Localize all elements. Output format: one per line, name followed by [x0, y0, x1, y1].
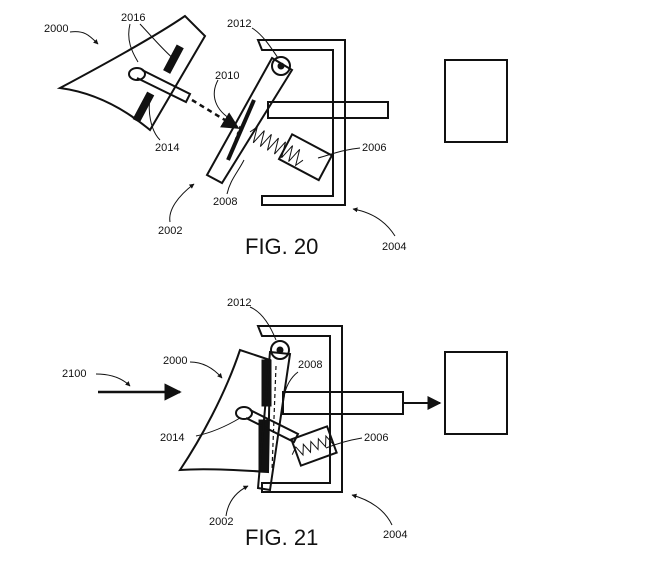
fig20-caption: FIG. 20	[245, 234, 318, 259]
label-2002-b: 2002	[209, 516, 233, 528]
card-2000-b	[178, 348, 300, 474]
label-2002: 2002	[158, 225, 182, 237]
label-2000-b: 2000	[163, 355, 187, 367]
label-2014-b: 2014	[160, 432, 184, 444]
bracket-2004	[256, 39, 389, 206]
target-box-b	[444, 351, 508, 435]
target-box	[444, 59, 508, 143]
label-2004: 2004	[382, 241, 406, 253]
bracket-2004-b	[256, 325, 442, 493]
leaders-fig20	[69, 23, 396, 237]
label-2000: 2000	[44, 23, 68, 35]
fig21-caption: FIG. 21	[245, 525, 318, 550]
lever-2008-b	[256, 340, 334, 492]
label-2006-b: 2006	[364, 432, 388, 444]
label-2012: 2012	[227, 18, 251, 30]
label-2014: 2014	[155, 142, 179, 154]
label-2008: 2008	[213, 196, 237, 208]
label-2008-b: 2008	[298, 359, 322, 371]
label-2006: 2006	[362, 142, 386, 154]
label-2004-b: 2004	[383, 529, 407, 541]
label-2012-b: 2012	[227, 297, 251, 309]
label-2010: 2010	[215, 70, 239, 82]
leaders-fig21	[95, 306, 393, 526]
label-2016: 2016	[121, 12, 145, 24]
lever-2008	[205, 56, 304, 185]
figure-21: 2012 2100 2000 2008 2014 2006 2002 2004 …	[62, 297, 508, 550]
figure-20: 2000 2016 2012 2010 2014 2006 2008 2002 …	[44, 12, 508, 259]
label-2100: 2100	[62, 368, 86, 380]
